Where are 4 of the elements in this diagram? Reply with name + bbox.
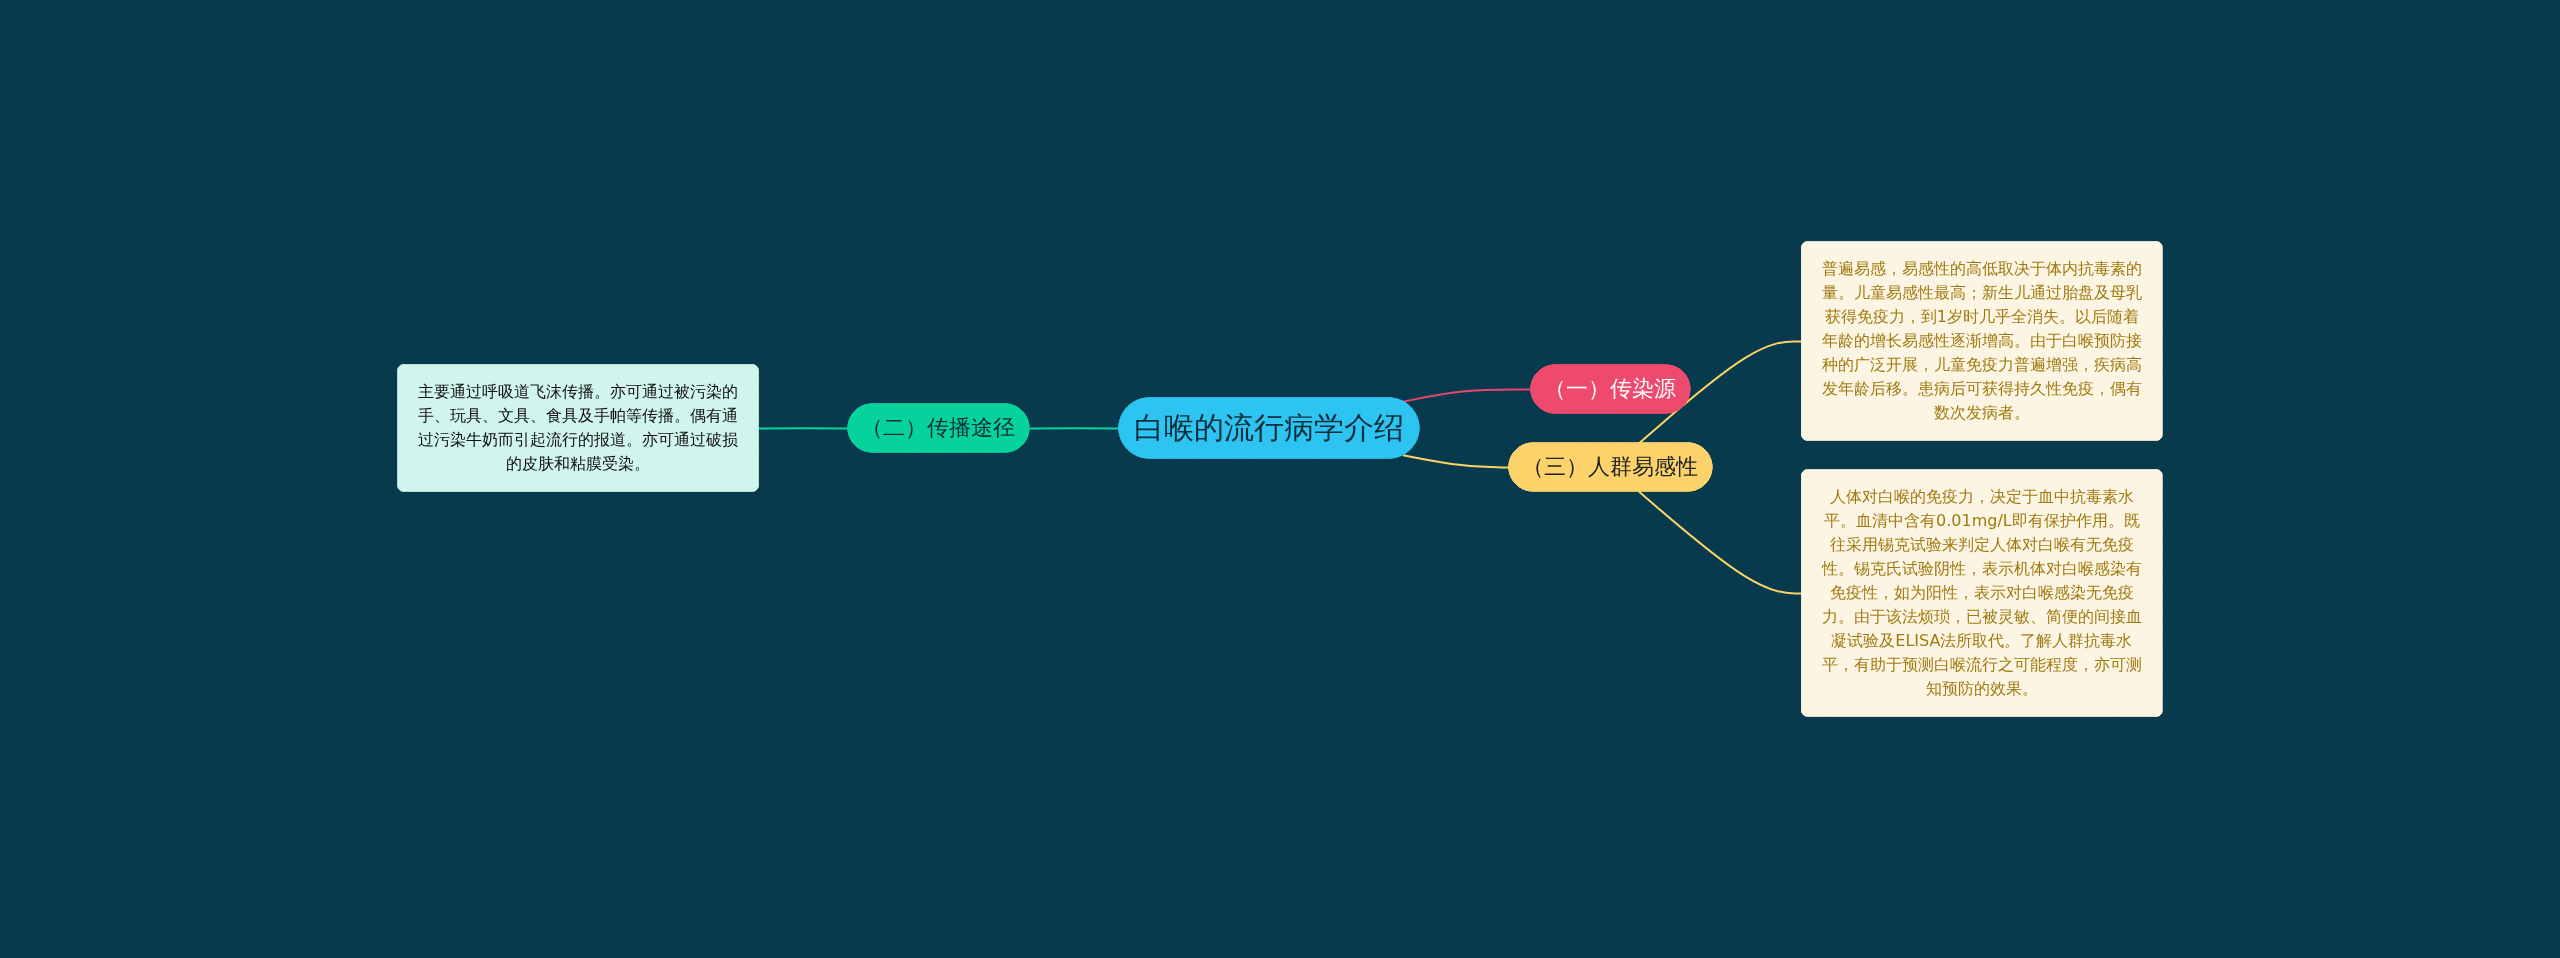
connector	[1402, 454, 1511, 469]
connector	[757, 427, 850, 430]
connector	[1028, 427, 1121, 430]
connector	[1402, 388, 1533, 403]
